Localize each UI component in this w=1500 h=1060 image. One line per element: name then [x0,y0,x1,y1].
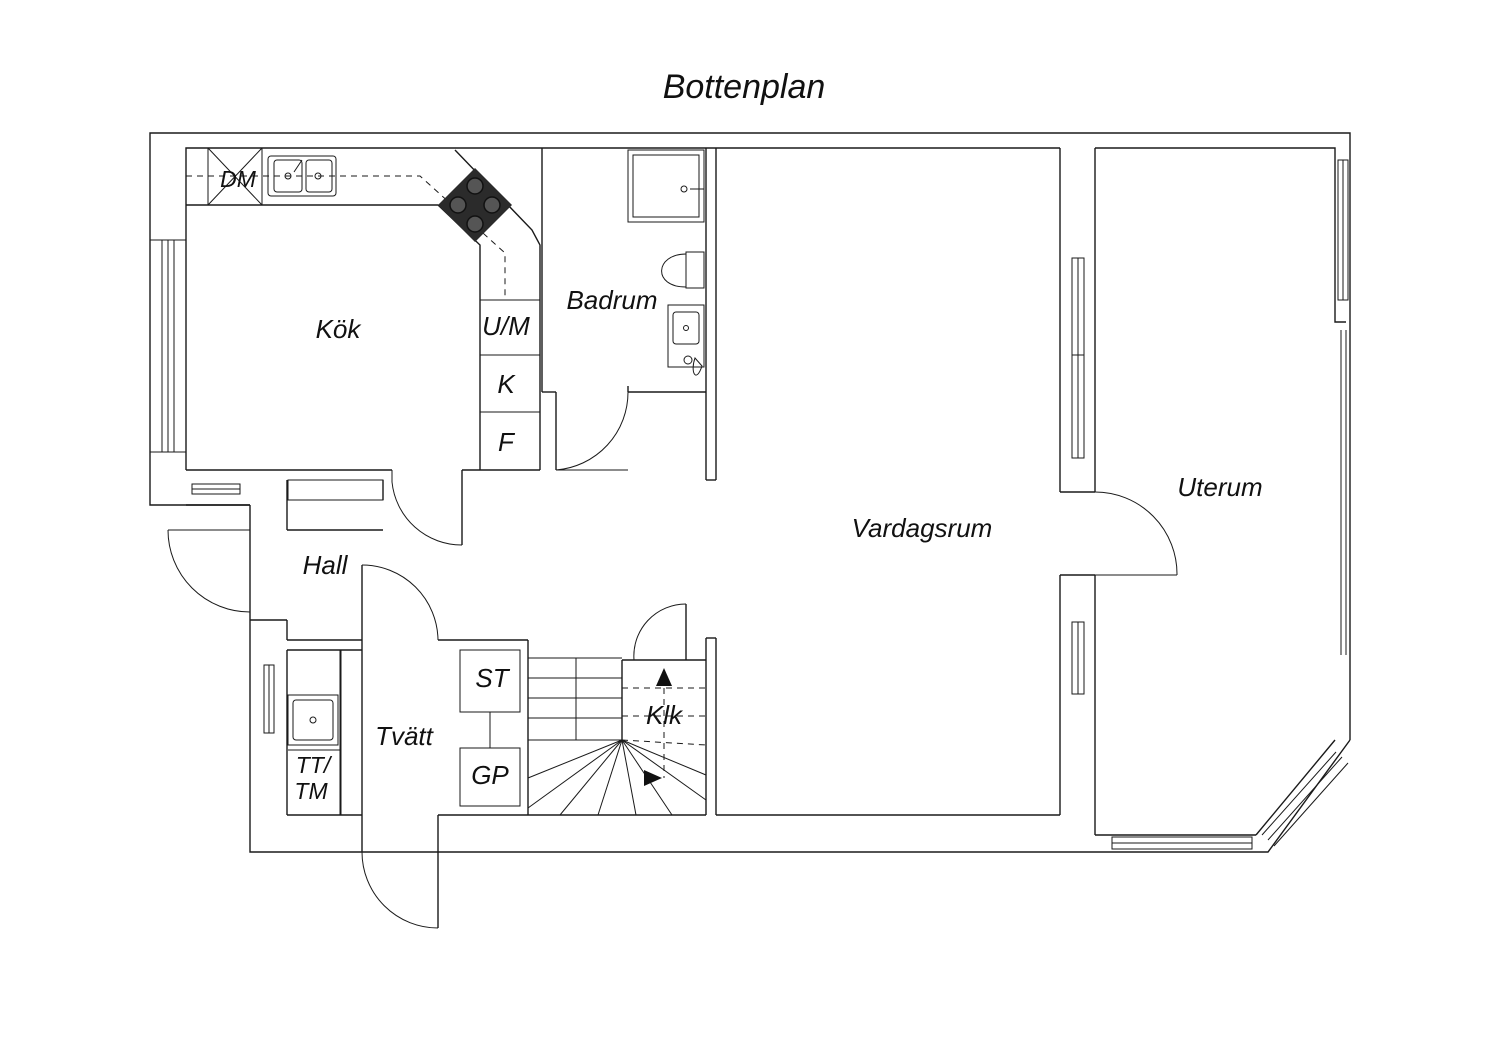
outer-walls [149,132,1351,853]
fixture-label-tm: TM [294,778,328,804]
windows [150,159,1349,850]
fixture-label-um: U/M [482,311,530,341]
plan-title: Bottenplan [663,68,826,106]
room-label-kok: Kök [316,314,363,344]
doors [167,391,1178,929]
room-label-badrum: Badrum [566,285,657,315]
room-label-tvatt: Tvätt [375,721,435,751]
fixture-label-tt: TT/ [296,752,333,778]
room-label-uterum: Uterum [1177,472,1262,502]
fixture-label-dm: DM [220,166,257,192]
bathroom-fixtures [627,149,705,376]
stairs [527,657,707,816]
fixture-label-gp: GP [471,760,509,790]
room-label-hall: Hall [303,550,349,580]
room-label-klk: Klk [646,700,684,730]
interior-walls [186,148,1095,928]
fixture-label-f: F [498,427,516,457]
room-label-vardagsrum: Vardagsrum [852,513,993,543]
laundry-fixtures [287,649,521,816]
kitchen-fixtures [186,147,541,470]
fixture-label-st: ST [475,663,510,693]
stove-icon [438,168,512,242]
fixture-label-k: K [497,369,516,399]
